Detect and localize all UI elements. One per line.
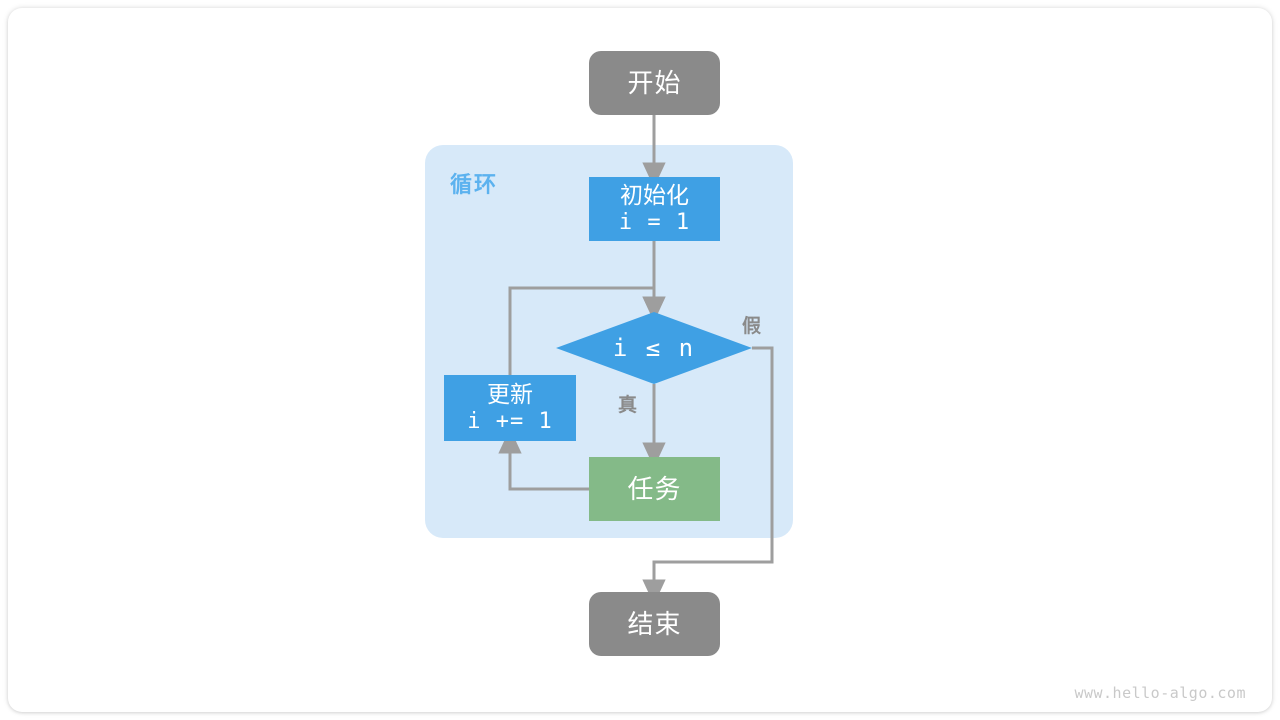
node-end-label: 结束 [627,608,682,639]
edge-task-to-update [498,428,589,491]
node-end[interactable]: 结束 [589,592,720,656]
node-start[interactable]: 开始 [589,51,720,115]
node-task-label: 任务 [627,473,682,504]
edge-condition-false-to-end [642,346,774,605]
watermark: www.hello-algo.com [1074,684,1246,702]
node-task[interactable]: 任务 [589,457,720,521]
node-init-code: i = 1 [618,209,691,235]
node-init-label: 初始化 [620,182,689,209]
node-start-label: 开始 [627,67,682,98]
edge-label-false: 假 [742,316,762,337]
node-init[interactable]: 初始化 i = 1 [589,177,720,241]
node-update-label: 更新 [487,381,533,408]
edge-label-true: 真 [618,395,638,416]
diamond-shape [556,312,752,384]
node-condition[interactable]: i ≤ n [556,312,752,384]
node-condition-label: i ≤ n [612,334,696,362]
edge-update-to-condition [508,286,666,375]
node-update-code: i += 1 [467,408,553,434]
loop-group-label: 循环 [450,172,499,197]
node-update[interactable]: 更新 i += 1 [444,375,576,441]
